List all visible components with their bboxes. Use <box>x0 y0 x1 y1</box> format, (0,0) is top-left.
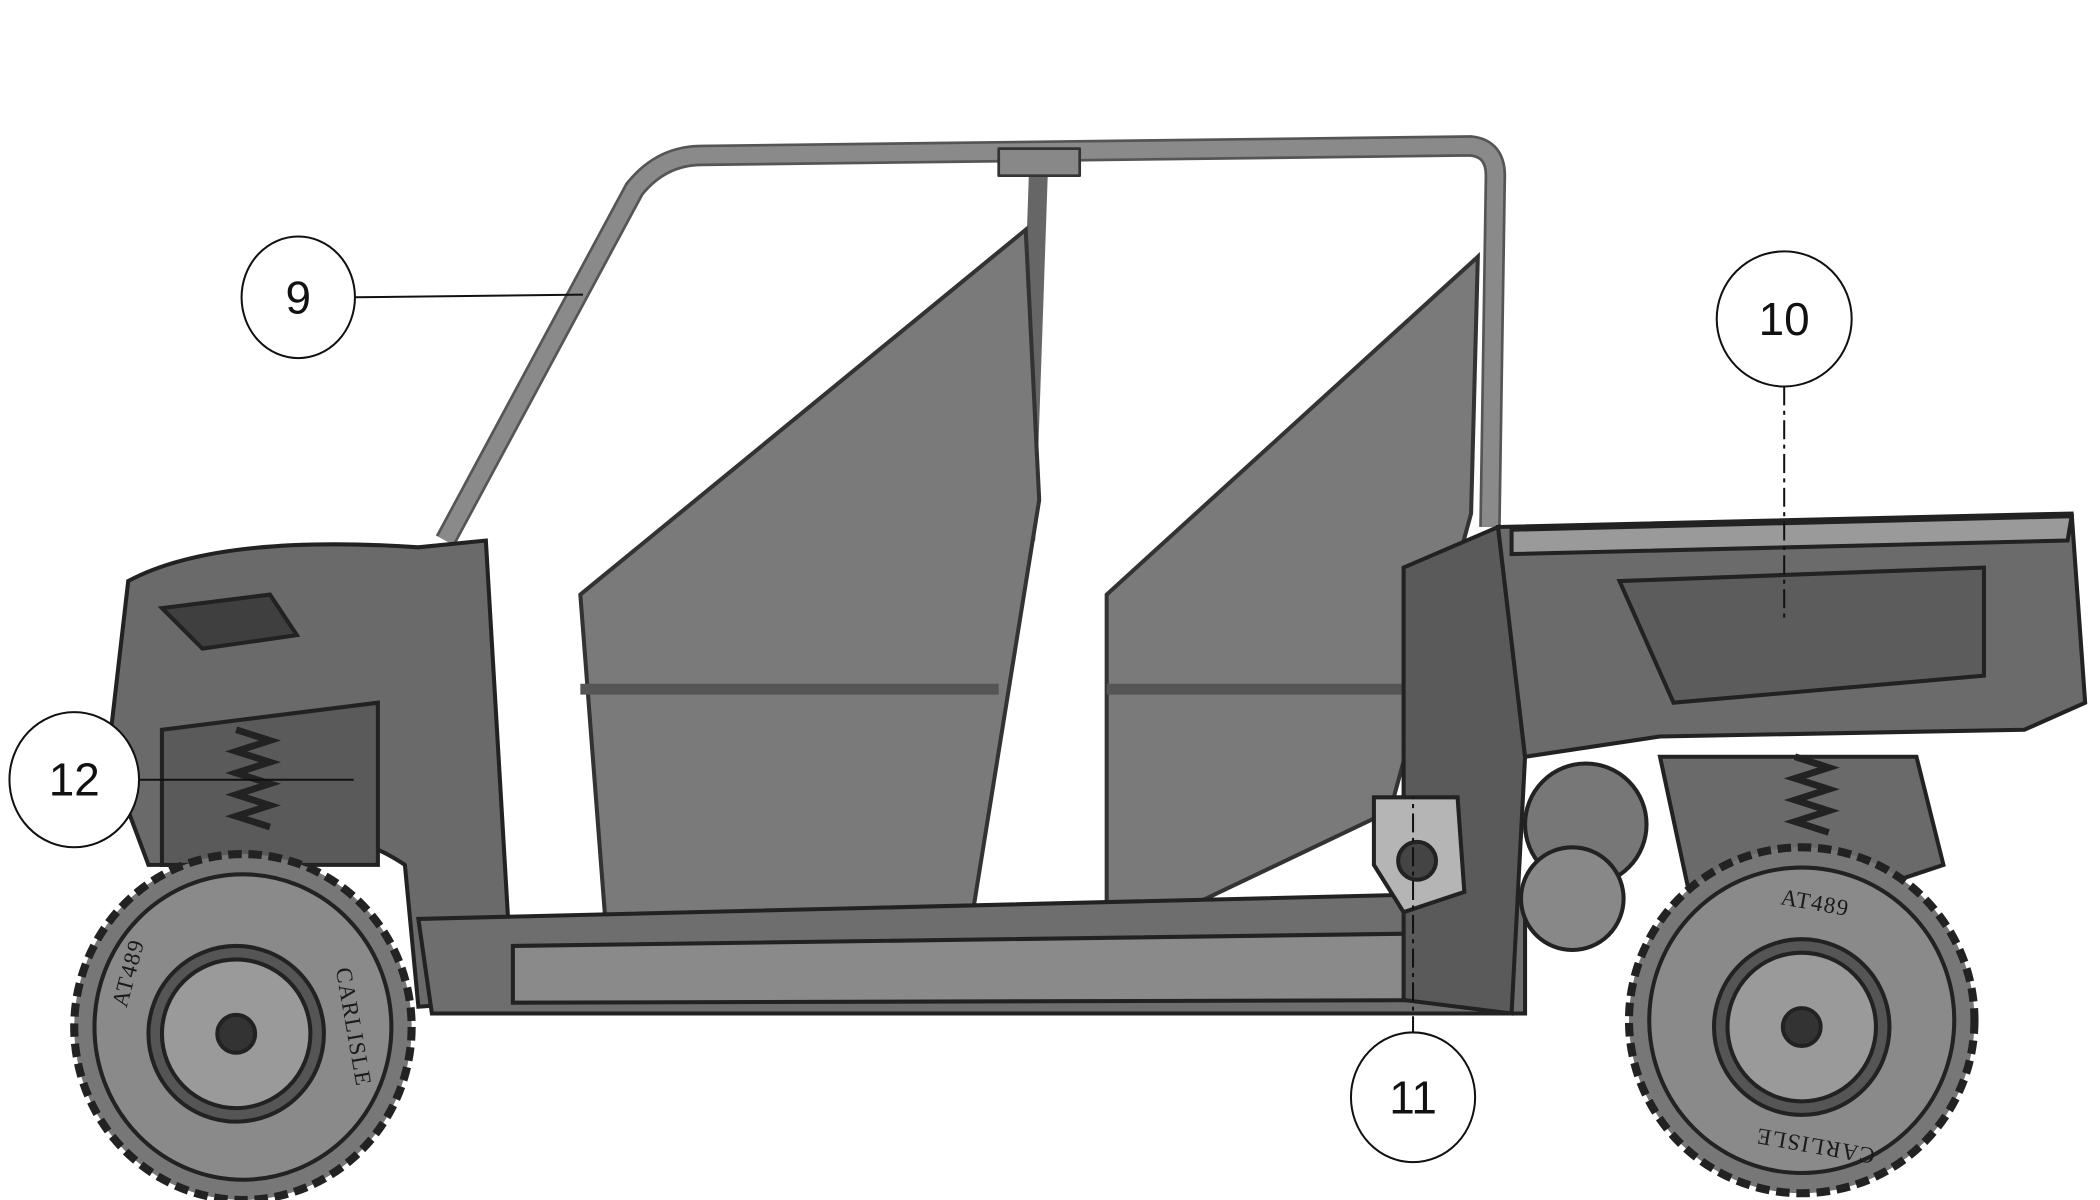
cargo-bed <box>1495 511 2088 760</box>
front-body <box>105 538 515 1009</box>
callout-label: 9 <box>286 271 312 323</box>
chassis <box>416 524 1528 1016</box>
callout-label: 10 <box>1759 293 1810 345</box>
callout-9: 9 <box>240 235 356 360</box>
leader-lines <box>137 293 1786 1036</box>
callout-label: 11 <box>1389 1071 1437 1123</box>
front-suspension <box>225 726 281 831</box>
callout-12: 12 <box>8 711 141 849</box>
callout-11: 11 <box>1349 1031 1477 1164</box>
front-wheel <box>70 850 416 1200</box>
rear-wheel <box>1624 843 1979 1198</box>
callout-10: 10 <box>1715 250 1853 388</box>
callout-label: 12 <box>49 754 100 806</box>
rear-suspension <box>1783 753 1840 836</box>
doors <box>578 225 1480 950</box>
